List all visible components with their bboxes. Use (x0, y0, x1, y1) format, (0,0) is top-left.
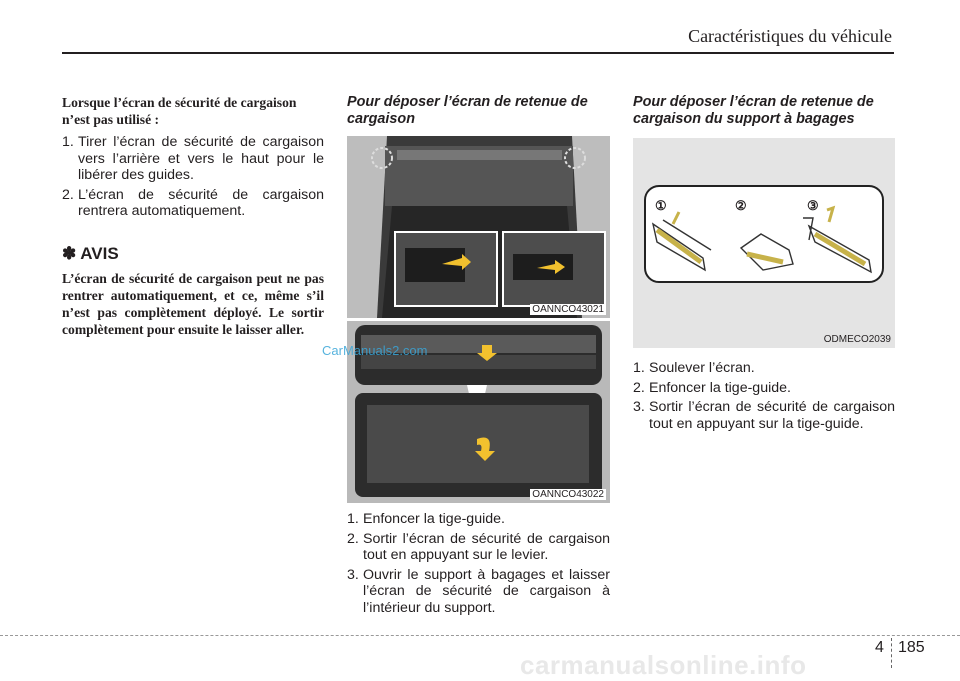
column-right: Pour déposer l’écran de retenue de carga… (633, 94, 895, 435)
step-marker-1: ① (655, 198, 667, 213)
figure-code: OANNCO43021 (530, 304, 606, 315)
notice-text: L’écran de sécurité de cargaison peut ne… (62, 270, 324, 337)
list-item: 3.Ouvrir le support à bagages et laisser… (347, 566, 610, 616)
list-item: 1.Tirer l’écran de sécurité de cargaison… (62, 134, 324, 183)
list-item: 1.Soulever l’écran. (633, 360, 755, 376)
cargo-screen-illustration (347, 321, 610, 503)
column-left: Lorsque l’écran de sécurité de cargaison… (62, 94, 324, 338)
steps-list-middle: 1.Enfoncer la tige-guide. 2.Sortir l’écr… (347, 511, 610, 616)
column-middle: Pour déposer l’écran de retenue de carga… (347, 94, 610, 619)
list-item: 2.Enfoncer la tige-guide. (633, 379, 791, 396)
page-number-divider (891, 638, 893, 668)
watermark-text: CarManuals2.com (322, 343, 428, 358)
step-marker-2: ② (735, 198, 747, 213)
asterisk-icon: ✽ (62, 243, 77, 263)
header-rule (62, 52, 894, 54)
release-steps-illustration (644, 185, 884, 283)
section-title: Pour déposer l’écran de retenue de carga… (347, 94, 588, 127)
cargo-screen-photo: OANNCO43022 (347, 321, 610, 503)
section-title: Pour déposer l’écran de retenue de carga… (633, 94, 874, 127)
step-marker-3: ③ (807, 198, 819, 213)
footer-watermark: carmanualsonline.info (520, 650, 807, 680)
figure-code: ODMECO2039 (823, 334, 891, 345)
list-item: 2.Sortir l’écran de sécurité de cargaiso… (347, 530, 610, 564)
page-number: 185 (898, 639, 925, 656)
intro-heading: Lorsque l’écran de sécurité de cargaison… (62, 95, 297, 127)
chapter-number: 4 (875, 639, 884, 656)
notice-label: AVIS (80, 243, 119, 263)
running-header: Caractéristiques du véhicule (688, 26, 892, 46)
cargo-area-photo: OANNCO43021 (347, 136, 610, 318)
footer-rule (0, 635, 960, 636)
cargo-area-illustration (347, 136, 610, 318)
steps-list-left: 1.Tirer l’écran de sécurité de cargaison… (62, 134, 324, 220)
release-diagram: ① ② ③ ODMECO2039 (633, 138, 895, 348)
list-item: 1.Enfoncer la tige-guide. (347, 511, 505, 527)
list-item: 3.Sortir l’écran de sécurité de cargaiso… (633, 399, 895, 432)
notice-title: ✽ AVIS (62, 244, 324, 264)
figure-code: OANNCO43022 (530, 489, 606, 500)
list-item: 2.L’écran de sécurité de cargaison rentr… (62, 186, 324, 220)
steps-list-right: 1.Soulever l’écran. 2.Enfoncer la tige-g… (633, 360, 895, 432)
